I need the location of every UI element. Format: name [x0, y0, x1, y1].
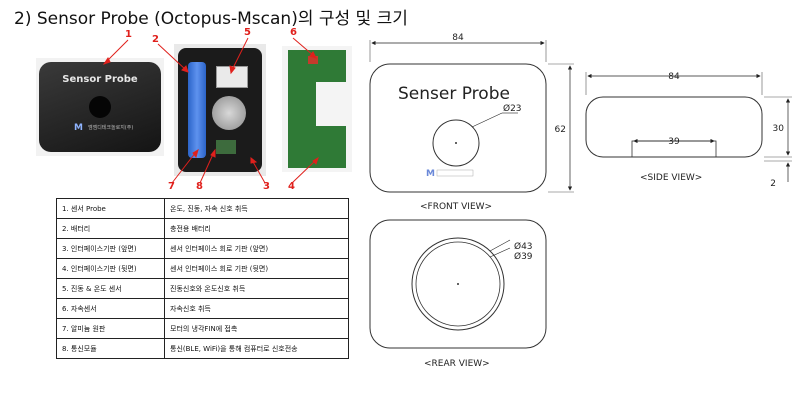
callout-4: 4 [288, 181, 295, 192]
rear-view-caption: <REAR VIEW> [424, 359, 490, 369]
front-logo-icon: M [426, 169, 435, 179]
probe-company-text: 엠엠디테크놀로지(주) [88, 125, 134, 131]
aluminum-disc-photo [212, 96, 246, 130]
open-housing-photo [174, 44, 266, 176]
side-step-dim: 2 [770, 179, 776, 189]
rear-outer-dim: Ø43 [514, 241, 533, 252]
callout-2: 2 [152, 34, 159, 45]
side-width-dim: 84 [668, 72, 680, 82]
callout-1: 1 [125, 29, 132, 40]
page-title: 2) Sensor Probe (Octopus-Mscan)의 구성 및 크기 [14, 9, 408, 29]
front-label: Senser Probe [398, 84, 510, 104]
sensor-probe-photo: Sensor Probe M 엠엠디테크놀로지(주) [36, 58, 164, 156]
front-height-dim: 62 [555, 125, 566, 135]
front-width-dim: 84 [452, 33, 464, 43]
callout-5: 5 [244, 27, 251, 38]
probe-label-text: Sensor Probe [62, 74, 138, 85]
probe-logo-icon: M [74, 123, 83, 133]
callout-6: 6 [290, 27, 297, 38]
callout-8: 8 [196, 181, 203, 192]
front-hole-dim: Ø23 [503, 103, 522, 114]
rear-inner-dim: Ø39 [514, 251, 533, 262]
side-view [585, 72, 792, 182]
comm-module-photo [216, 140, 236, 154]
front-view: M [369, 40, 574, 193]
side-view-caption: <SIDE VIEW> [640, 173, 703, 183]
probe-hole [89, 96, 111, 118]
rear-view [369, 219, 547, 349]
callout-7: 7 [168, 181, 175, 192]
callout-3: 3 [263, 181, 270, 192]
battery-photo [188, 62, 206, 158]
side-inner-dim: 39 [668, 137, 680, 147]
front-view-caption: <FRONT VIEW> [420, 202, 493, 212]
interface-pcb-photo [282, 46, 352, 172]
table-row: 4. 인터페이스기판 (뒷면)센서 인터페이스 회로 기판 (뒷면) [56, 258, 349, 279]
side-height-dim: 30 [773, 124, 785, 134]
